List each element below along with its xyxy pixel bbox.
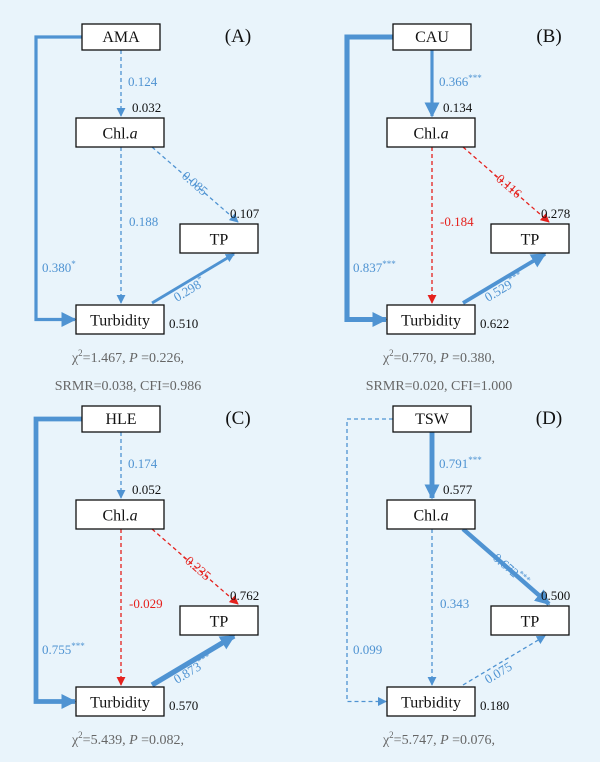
chla-to-turbidity-coefficient: 0.343 (440, 596, 469, 611)
driver-to-turbidity-arrow (33, 416, 82, 709)
chla-to-tp-coefficient: -0.116 (490, 168, 525, 201)
driver-to-turbidity-coefficient: 0.099 (353, 642, 382, 657)
chla-r2: 0.052 (132, 482, 161, 497)
chla-name: Chl.a (413, 126, 448, 143)
driver-to-turbidity-coefficient: 0.837*** (353, 259, 396, 275)
turbidity-to-tp-arrow (462, 252, 547, 305)
turbidity-name: Turbidity (401, 695, 461, 712)
driver-name: HLE (105, 411, 136, 428)
chla-to-tp-coefficient: 0.672*** (490, 549, 533, 589)
driver-to-chla-coefficient: 0.124 (128, 74, 158, 89)
turbidity-name: Turbidity (90, 313, 150, 330)
fit-statistics-chi: χ2=1.467, P =0.226, (71, 348, 184, 366)
tp-r2: 0.762 (230, 588, 259, 603)
chla-to-tp-arrow (151, 528, 239, 605)
turbidity-box (75, 686, 165, 717)
driver-to-turbidity-coefficient: 0.755*** (42, 641, 85, 657)
fit-statistics-srmr: SRMR=0.038, CFI=0.986 (55, 379, 202, 394)
chla-name: Chl.a (102, 126, 137, 143)
tp-name: TP (521, 232, 540, 249)
turbidity-box (386, 304, 476, 335)
turbidity-r2: 0.570 (169, 698, 198, 713)
panel-label: (B) (536, 26, 561, 47)
tp-box (179, 223, 259, 254)
driver-name: TSW (415, 411, 450, 428)
turbidity-name: Turbidity (401, 313, 461, 330)
chla-name: Chl.a (413, 508, 448, 525)
chla-box (75, 499, 165, 530)
chla-to-tp-arrow (461, 527, 551, 606)
chla-to-tp-coefficient: -0.235 (179, 550, 214, 583)
turbidity-box (386, 686, 476, 717)
turbidity-to-tp-coefficient: 0.298* (170, 273, 208, 304)
fit-statistics-chi: χ2=5.747, P =0.076, (382, 730, 495, 748)
fit-statistics-chi: χ2=5.439, P =0.082, (71, 730, 184, 748)
tp-r2: 0.278 (541, 206, 570, 221)
chla-r2: 0.577 (443, 482, 473, 497)
chla-to-turbidity-coefficient: 0.188 (129, 214, 158, 229)
tp-r2: 0.500 (541, 588, 570, 603)
chla-name: Chl.a (102, 508, 137, 525)
driver-to-turbidity-coefficient: 0.380* (42, 259, 76, 275)
chla-to-turbidity-coefficient: -0.029 (129, 596, 163, 611)
driver-to-chla-coefficient: 0.366*** (439, 73, 482, 89)
fit-statistics-chi: χ2=0.770, P =0.380, (382, 348, 495, 366)
turbidity-box (75, 304, 165, 335)
chla-r2: 0.032 (132, 100, 161, 115)
panel-d: 0.099 0.791*** 0.343 0.672*** 0.075 TSW Chl.aT… (346, 405, 570, 748)
panel-c: 0.755***0.174-0.029-0.2350.873***HLEChl.… (33, 405, 259, 748)
tp-r2: 0.107 (230, 206, 260, 221)
tp-name: TP (521, 614, 540, 631)
chla-box (386, 117, 476, 148)
turbidity-name: Turbidity (90, 695, 150, 712)
chla-to-turbidity-coefficient: -0.184 (440, 214, 474, 229)
driver-box (81, 405, 161, 433)
panel-label: (C) (225, 408, 250, 429)
chla-to-tp-arrow (151, 146, 239, 223)
turbidity-to-tp-arrow (462, 635, 546, 686)
turbidity-to-tp-arrow (151, 252, 235, 305)
driver-to-turbidity-arrow (34, 35, 82, 327)
tp-name: TP (210, 232, 229, 249)
driver-box (392, 23, 472, 51)
panel-b: 0.837***0.366***-0.184-0.1160.529***CAUC… (344, 23, 570, 394)
driver-to-chla-coefficient: 0.791*** (439, 455, 482, 471)
turbidity-r2: 0.510 (169, 316, 198, 331)
driver-to-turbidity-arrow (346, 418, 393, 706)
turbidity-r2: 0.622 (480, 316, 509, 331)
tp-box (179, 605, 259, 636)
tp-box (490, 223, 570, 254)
driver-box (392, 405, 472, 433)
panel-label: (A) (225, 26, 251, 47)
driver-name: CAU (415, 29, 449, 46)
driver-name: AMA (102, 29, 140, 46)
panel-label: (D) (536, 408, 562, 429)
driver-to-chla-coefficient: 0.174 (128, 456, 158, 471)
turbidity-r2: 0.180 (480, 698, 509, 713)
tp-name: TP (210, 614, 229, 631)
chla-to-tp-arrow (462, 146, 550, 223)
turbidity-to-tp-arrow (150, 633, 236, 688)
fit-statistics-srmr: SRMR=0.020, CFI=1.000 (366, 379, 513, 394)
tp-box (490, 605, 570, 636)
chla-r2: 0.134 (443, 100, 473, 115)
driver-to-turbidity-arrow (344, 34, 393, 327)
turbidity-to-tp-coefficient: 0.075 (482, 659, 515, 687)
panel-a: 0.380*0.1240.1880.0850.298*AMAChl.aTPTur… (34, 23, 260, 394)
chla-box (386, 499, 476, 530)
driver-box (81, 23, 161, 51)
chla-box (75, 117, 165, 148)
